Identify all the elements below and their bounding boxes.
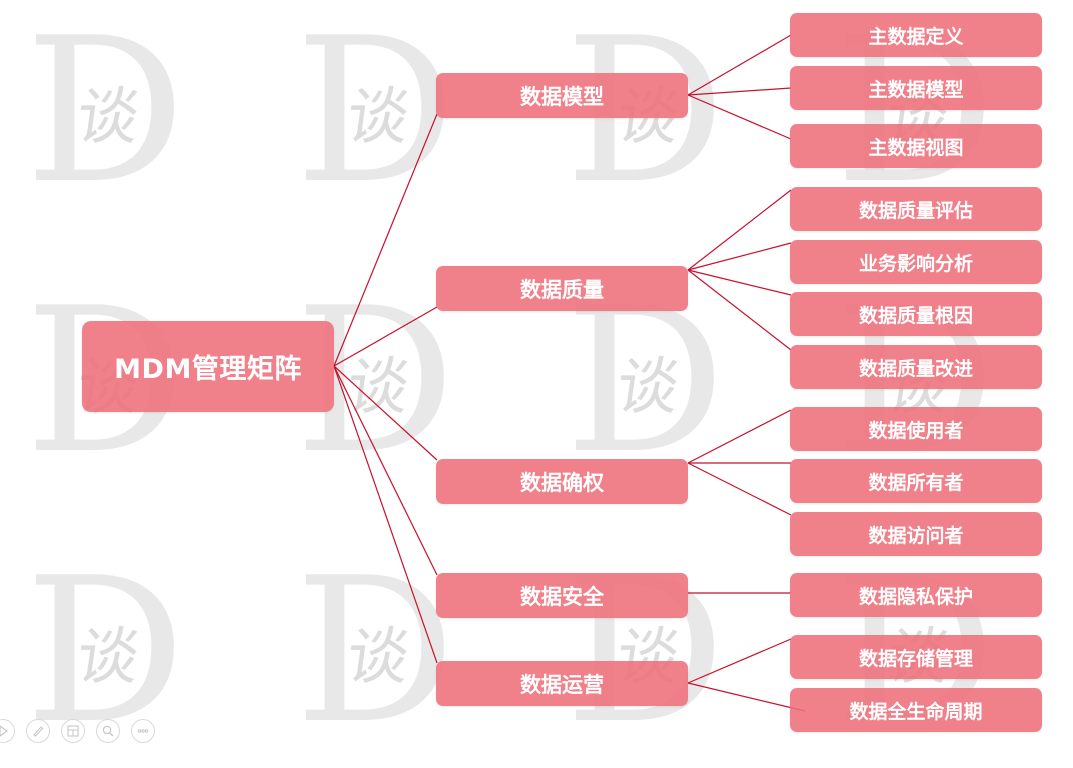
leaf-node-business-impact-analysis[interactable]: 业务影响分析	[790, 240, 1042, 284]
watermark-logo: D谈	[565, 12, 725, 212]
branch-node-label: 数据确权	[520, 470, 604, 495]
connector-root-data-rights	[333, 365, 438, 461]
connector-root-data-security	[333, 365, 438, 576]
leaf-node-label: 数据所有者	[868, 471, 964, 494]
leaf-node-quality-root-cause[interactable]: 数据质量根因	[790, 292, 1042, 336]
slides-icon	[67, 725, 79, 737]
connector-root-data-operations	[333, 365, 438, 664]
leaf-node-label: 主数据模型	[868, 78, 964, 101]
branch-node-label: 数据模型	[520, 84, 604, 109]
leaf-node-quality-assessment[interactable]: 数据质量评估	[790, 187, 1042, 231]
pen-icon	[33, 726, 44, 737]
root-node-mdm-matrix[interactable]: MDM管理矩阵	[82, 321, 334, 412]
leaf-node-data-user[interactable]: 数据使用者	[790, 407, 1042, 451]
leaf-node-label: 主数据定义	[868, 25, 964, 48]
connector-root-data-quality	[333, 306, 438, 367]
zoom-button[interactable]	[96, 719, 120, 743]
leaf-node-quality-improvement[interactable]: 数据质量改进	[790, 345, 1042, 389]
pen-button[interactable]	[26, 719, 50, 743]
connector-root-data-model	[333, 113, 438, 367]
branch-node-label: 数据运营	[520, 672, 604, 697]
play-button[interactable]	[0, 719, 15, 743]
branch-node-data-security[interactable]: 数据安全	[436, 573, 688, 618]
branch-node-data-model[interactable]: 数据模型	[436, 73, 688, 118]
leaf-node-label: 数据质量改进	[858, 357, 973, 380]
leaf-node-label: 数据质量根因	[858, 304, 973, 327]
more-icon	[137, 729, 149, 733]
leaf-node-label: 主数据视图	[868, 136, 964, 159]
root-node-label: MDM管理矩阵	[114, 354, 302, 385]
leaf-node-data-owner[interactable]: 数据所有者	[790, 459, 1042, 503]
branch-node-data-quality[interactable]: 数据质量	[436, 266, 688, 311]
branch-node-data-operations[interactable]: 数据运营	[436, 661, 688, 706]
leaf-node-label: 数据存储管理	[858, 647, 973, 670]
zoom-icon	[102, 725, 114, 737]
leaf-node-data-lifecycle[interactable]: 数据全生命周期	[790, 688, 1042, 732]
branch-node-label: 数据质量	[520, 277, 604, 302]
slideshow-controls	[0, 719, 155, 745]
leaf-node-data-privacy-protection[interactable]: 数据隐私保护	[790, 573, 1042, 617]
leaf-node-master-data-definition[interactable]: 主数据定义	[790, 13, 1042, 57]
leaf-node-label: 数据访问者	[868, 524, 964, 547]
branch-node-data-rights[interactable]: 数据确权	[436, 459, 688, 504]
more-button[interactable]	[131, 719, 155, 743]
leaf-node-label: 数据使用者	[868, 419, 964, 442]
leaf-node-label: 数据隐私保护	[858, 585, 973, 608]
slides-button[interactable]	[61, 719, 85, 743]
leaf-node-label: 数据全生命周期	[849, 700, 983, 723]
leaf-node-data-accessor[interactable]: 数据访问者	[790, 512, 1042, 556]
leaf-node-data-storage-management[interactable]: 数据存储管理	[790, 635, 1042, 679]
branch-node-label: 数据安全	[520, 584, 604, 609]
leaf-node-label: 业务影响分析	[858, 252, 973, 275]
leaf-node-master-data-view[interactable]: 主数据视图	[790, 124, 1042, 168]
play-icon	[0, 725, 9, 737]
leaf-node-master-data-model[interactable]: 主数据模型	[790, 66, 1042, 110]
leaf-node-label: 数据质量评估	[858, 199, 973, 222]
